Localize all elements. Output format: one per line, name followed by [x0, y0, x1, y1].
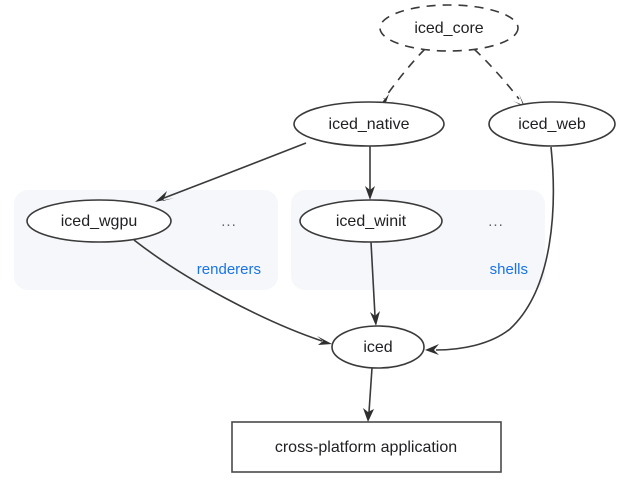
arrowhead-iced-wgpu	[155, 191, 174, 202]
node-iced-web-shape[interactable]	[488, 101, 616, 147]
node-iced-winit-label: iced_winit	[336, 213, 407, 230]
cluster-renderers-label: renderers	[197, 261, 261, 278]
node-iced[interactable]: iced	[331, 325, 425, 369]
edge-iced-winit-to-iced	[370, 241, 380, 326]
node-iced-winit-shape[interactable]	[299, 199, 443, 243]
edge-iced-web-to-iced	[425, 146, 555, 355]
node-iced-label: iced	[363, 339, 392, 356]
node-application-label: cross-platform application	[275, 439, 457, 456]
edge-iced-core-to-iced-native	[378, 48, 426, 107]
edge-iced-native-to-iced-wgpu	[155, 142, 307, 202]
node-iced-winit[interactable]: iced_winit	[299, 199, 443, 243]
node-iced-native-shape[interactable]	[293, 101, 445, 147]
arrowhead-iced-from-winit	[370, 311, 380, 326]
node-cross-platform-application[interactable]: cross-platform application	[231, 421, 502, 473]
cluster-renderers-ellipsis: ...	[221, 213, 237, 230]
arrowhead-iced-winit	[365, 186, 375, 200]
node-iced-shape[interactable]	[331, 325, 425, 369]
arrowhead-iced-from-wgpu	[317, 336, 332, 345]
cluster-shells-label: shells	[490, 261, 528, 278]
cluster-shells-ellipsis: ...	[488, 213, 504, 230]
node-iced-native[interactable]: iced_native	[293, 101, 445, 147]
node-application-shape[interactable]	[231, 421, 502, 473]
node-iced-core[interactable]: iced_core	[379, 4, 519, 52]
node-iced-core-shape[interactable]	[379, 4, 519, 52]
node-iced-wgpu-label: iced_wgpu	[61, 213, 138, 230]
node-iced-wgpu-shape[interactable]	[26, 199, 172, 243]
arrowhead-iced-from-web	[425, 344, 439, 355]
node-iced-web[interactable]: iced_web	[488, 101, 616, 147]
edge-iced-core-to-iced-web	[473, 48, 525, 107]
node-iced-wgpu[interactable]: iced_wgpu	[26, 199, 172, 243]
node-iced-native-label: iced_native	[329, 116, 410, 133]
arrowhead-application	[363, 408, 374, 422]
node-iced-web-label: iced_web	[518, 116, 586, 133]
edge-iced-wgpu-to-iced	[133, 239, 332, 345]
node-iced-core-label: iced_core	[414, 20, 483, 37]
edge-iced-to-application	[363, 367, 374, 422]
edge-iced-native-to-iced-winit	[365, 146, 375, 200]
